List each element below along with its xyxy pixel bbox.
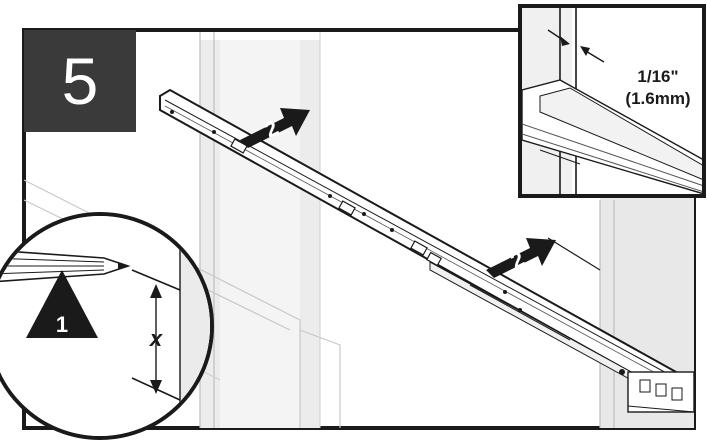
step-number: 5 — [62, 44, 99, 118]
push-arrow-lower: 2 — [486, 238, 556, 278]
screw-hole — [362, 212, 366, 216]
inset-measurement-mm: (1.6mm) — [625, 89, 690, 108]
drawer-slide — [159, 88, 695, 413]
inset-measurement-inches: 1/16" — [637, 67, 678, 86]
inset-detail: 1/16" (1.6mm) — [518, 4, 706, 198]
screw-hole — [212, 130, 216, 134]
reference-line — [547, 237, 601, 271]
triangle-label: 1 — [56, 312, 68, 337]
screw-hole — [328, 194, 332, 198]
screw-hole — [170, 110, 174, 114]
step-1-triangle: 1 — [26, 270, 98, 338]
step-badge: 5 — [24, 30, 136, 132]
dimension-arrow — [150, 284, 162, 394]
screw-hole — [518, 308, 522, 312]
measurement-label: x — [149, 326, 163, 351]
screw-hole — [503, 290, 507, 294]
slide-tab — [230, 138, 248, 154]
slide-tab — [425, 251, 443, 267]
push-arrow-upper: 2 — [240, 108, 310, 148]
pencil-icon — [0, 249, 131, 283]
screw-hole — [390, 228, 394, 232]
detail-circle: x 1 — [0, 212, 214, 440]
slide-tab — [338, 200, 356, 216]
slide-tab — [410, 240, 428, 256]
pencil-mark-line — [131, 269, 181, 291]
